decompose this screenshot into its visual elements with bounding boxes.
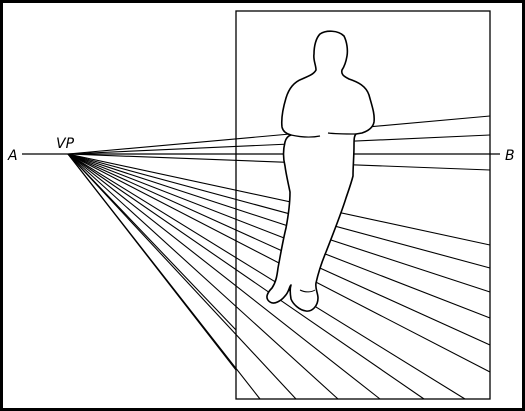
perspective-ray: [67, 153, 491, 319]
label-a: A: [7, 148, 18, 164]
label-vp: VP: [56, 136, 75, 152]
perspective-ray: [67, 153, 237, 331]
arm-detail-left: [290, 134, 321, 138]
perspective-ray: [67, 115, 491, 155]
perspective-ray: [67, 153, 491, 269]
perspective-ray: [67, 153, 491, 293]
perspective-ray: [67, 153, 339, 400]
perspective-ray: [67, 153, 297, 400]
perspective-ray: [67, 153, 491, 346]
perspective-ray: [67, 134, 491, 155]
perspective-ray: [67, 153, 466, 400]
foot-detail: [299, 289, 316, 293]
picture-plane: [235, 10, 491, 400]
perspective-ray: [67, 153, 491, 246]
label-b: B: [505, 148, 515, 164]
perspective-ray: [67, 153, 491, 171]
perspective-ray: [67, 153, 381, 400]
perspective-ray: [67, 153, 237, 371]
perspective-ray: [67, 153, 425, 400]
man-silhouette: [266, 30, 375, 312]
arm-detail-right: [327, 132, 357, 135]
